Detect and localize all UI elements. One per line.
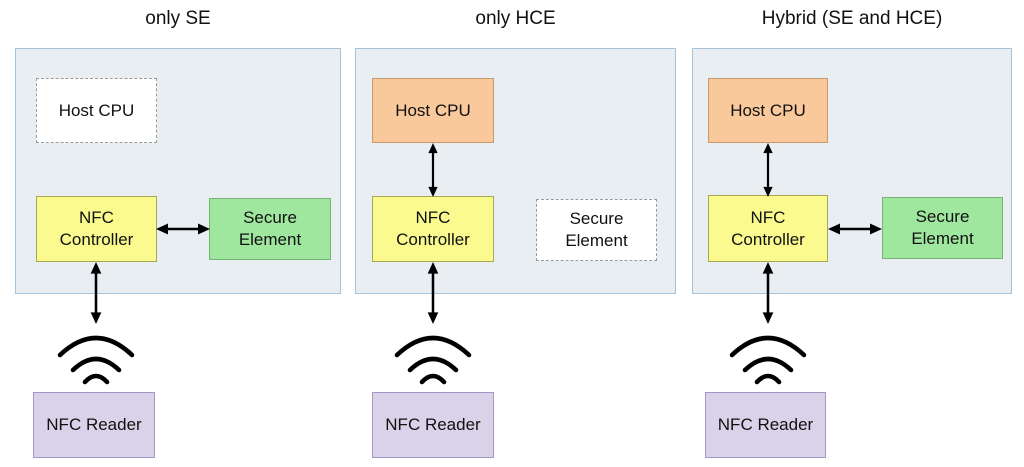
nfc-controller-box: NFC Controller (708, 195, 828, 262)
arrow-cpu-controller (759, 143, 777, 197)
arrow-controller-reader (759, 262, 777, 324)
arrow-controller-reader (87, 262, 105, 324)
secure-element-box: Secure Element (882, 197, 1003, 259)
rf-signal-icon (54, 327, 138, 385)
arrow-controller-reader (424, 262, 442, 324)
nfc-reader-box: NFC Reader (705, 392, 826, 458)
host-cpu-box: Host CPU (372, 78, 494, 143)
panel-only-se: only SE Host CPU NFC Controller Secure E… (15, 0, 341, 467)
nfc-controller-box: NFC Controller (372, 196, 494, 262)
panel-only-hce: only HCE Host CPU NFC Controller Secure … (355, 0, 676, 467)
arrow-controller-se (828, 220, 882, 238)
secure-element-box: Secure Element (209, 198, 331, 260)
host-cpu-box: Host CPU (36, 78, 157, 143)
arrow-cpu-controller (424, 143, 442, 197)
rf-signal-icon (726, 327, 810, 385)
nfc-reader-box: NFC Reader (33, 392, 155, 458)
rf-signal-icon (391, 327, 475, 385)
panel-hybrid: Hybrid (SE and HCE) Host CPU NFC Control… (692, 0, 1012, 467)
nfc-reader-box: NFC Reader (372, 392, 494, 458)
secure-element-box: Secure Element (536, 199, 657, 261)
panel-title: Hybrid (SE and HCE) (761, 8, 943, 29)
arrow-controller-se (156, 220, 210, 238)
panel-title: only HCE (475, 8, 556, 29)
panel-title: only SE (145, 8, 211, 29)
host-cpu-box: Host CPU (708, 78, 828, 143)
nfc-controller-box: NFC Controller (36, 196, 157, 262)
